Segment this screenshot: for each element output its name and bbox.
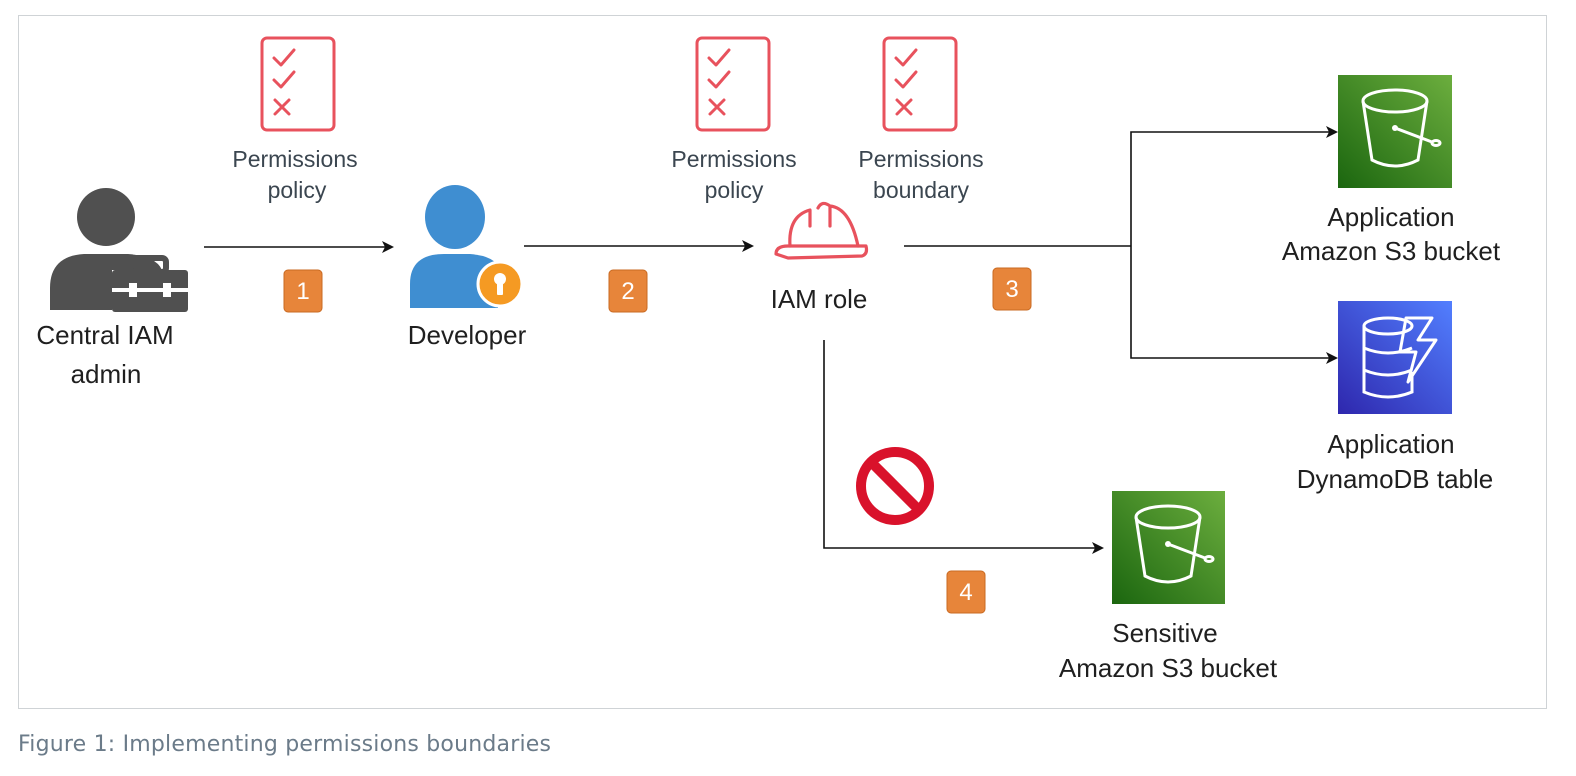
permissions-policy-role: Permissions policy: [671, 36, 797, 203]
app-dynamodb-label-line1: Application: [1327, 429, 1454, 459]
policy-document-icon: [695, 36, 771, 132]
policy-label-line2: policy: [268, 177, 327, 203]
admin-label-line1: Central IAM: [36, 320, 173, 350]
iam-role-label: IAM role: [771, 284, 868, 314]
step-badge-2: 2: [608, 269, 648, 313]
arrow-to-app-dynamodb: [1130, 246, 1338, 364]
policy-label-line2: policy: [705, 177, 764, 203]
central-iam-admin-node: Central IAM admin: [36, 188, 188, 389]
s3-bucket-icon: [1112, 491, 1225, 604]
policy-label-line1: Permissions: [671, 146, 796, 172]
sensitive-s3-node: Sensitive Amazon S3 bucket: [1059, 491, 1278, 683]
step-number: 1: [296, 278, 309, 305]
step-number: 3: [1005, 276, 1018, 303]
iam-role-node: IAM role: [771, 201, 869, 314]
arrow-to-sensitive-s3: [823, 340, 1104, 554]
developer-node: Developer: [408, 185, 527, 350]
step-number: 2: [621, 278, 634, 305]
figure-caption: Figure 1: Implementing permissions bound…: [18, 732, 552, 757]
connector-lines: [204, 126, 1338, 554]
policy-label-line1: Permissions: [232, 146, 357, 172]
hard-hat-icon: [774, 201, 869, 260]
boundary-document-icon: [882, 36, 958, 132]
sensitive-s3-label-line2: Amazon S3 bucket: [1059, 653, 1278, 683]
boundary-label-line1: Permissions: [858, 146, 983, 172]
deny-icon: [856, 447, 934, 525]
app-s3-label-line2: Amazon S3 bucket: [1282, 236, 1501, 266]
boundary-label-line2: boundary: [873, 177, 969, 203]
arrow-to-app-s3: [1130, 126, 1338, 246]
app-s3-label-line1: Application: [1327, 202, 1454, 232]
developer-label: Developer: [408, 320, 527, 350]
s3-bucket-icon: [1338, 75, 1452, 188]
step-badge-1: 1: [283, 269, 323, 313]
app-dynamodb-label-line2: DynamoDB table: [1297, 464, 1494, 494]
step-badge-3: 3: [992, 267, 1032, 311]
permissions-boundary-role: Permissions boundary: [858, 36, 984, 203]
diagram-frame: [18, 15, 1547, 709]
permissions-policy-admin: Permissions policy: [232, 36, 358, 203]
sensitive-s3-label-line1: Sensitive: [1112, 618, 1218, 648]
key-badge-icon: [476, 260, 524, 308]
admin-label-line2: admin: [71, 359, 142, 389]
developer-user-icon: [410, 185, 500, 308]
app-s3-node: Application Amazon S3 bucket: [1282, 75, 1501, 266]
dynamodb-table-icon: [1338, 301, 1452, 414]
admin-user-icon: [50, 188, 188, 312]
policy-document-icon: [260, 36, 336, 132]
toolbox-icon: [112, 255, 188, 312]
permissions-boundary-diagram: Permissions policy Permissions policy Pe…: [36, 36, 1501, 683]
app-dynamodb-node: Application DynamoDB table: [1297, 301, 1494, 494]
step-badge-4: 4: [946, 570, 986, 614]
step-number: 4: [959, 579, 972, 606]
